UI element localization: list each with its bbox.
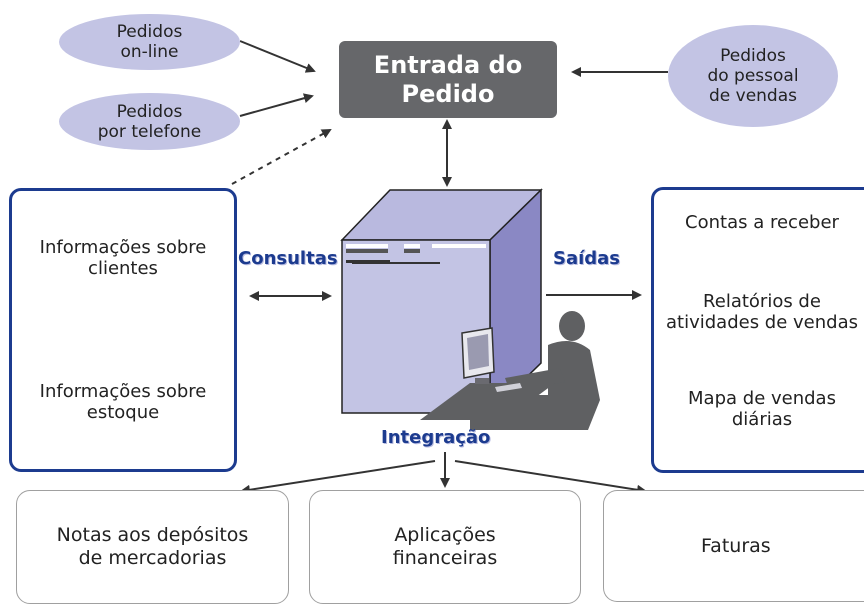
order-entry-box: Entrada do Pedido [339,41,557,118]
input-online: Pedidos on-line [59,14,240,70]
input-sales-staff: Pedidos do pessoal de vendas [668,25,838,127]
left-info-panel: Informações sobre clientes Informações s… [9,188,237,472]
arrow-integration-right [454,460,647,495]
right-output-panel: Contas a receber Relatórios de atividade… [651,187,864,473]
sales-activity-reports-item: Relatórios de atividades de vendas [666,291,858,333]
integration-label: Integração [381,427,491,448]
order-entry-label: Entrada do Pedido [373,50,523,108]
financial-apps-box: Aplicações financeiras [309,490,581,604]
receivables-item: Contas a receber [685,212,839,233]
input-sales-staff-label: Pedidos do pessoal de vendas [707,46,799,106]
arrow-dotted-panel-to-entry [231,129,332,185]
person-at-computer [420,311,600,430]
arrow-phone-to-entry [239,93,314,117]
outputs-label: Saídas [553,248,621,269]
invoices-label: Faturas [701,534,771,557]
warehouse-notes-label: Notas aos depósitos de mercadorias [56,524,249,569]
input-phone: Pedidos por telefone [59,93,240,150]
customer-info-item: Informações sobre clientes [39,237,207,279]
input-phone-label: Pedidos por telefone [97,101,202,142]
server-cabinet [340,188,543,415]
arrow-integration-left [240,460,436,495]
financial-apps-label: Aplicações financeiras [392,524,498,569]
input-online-label: Pedidos on-line [116,22,183,62]
invoices-box: Faturas [603,490,864,602]
daily-sales-map-item: Mapa de vendas diárias [688,388,836,430]
queries-label: Consultas [238,248,338,269]
arrow-online-to-entry [239,40,316,73]
inventory-info-item: Informações sobre estoque [39,381,207,423]
warehouse-notes-box: Notas aos depósitos de mercadorias [16,490,289,604]
